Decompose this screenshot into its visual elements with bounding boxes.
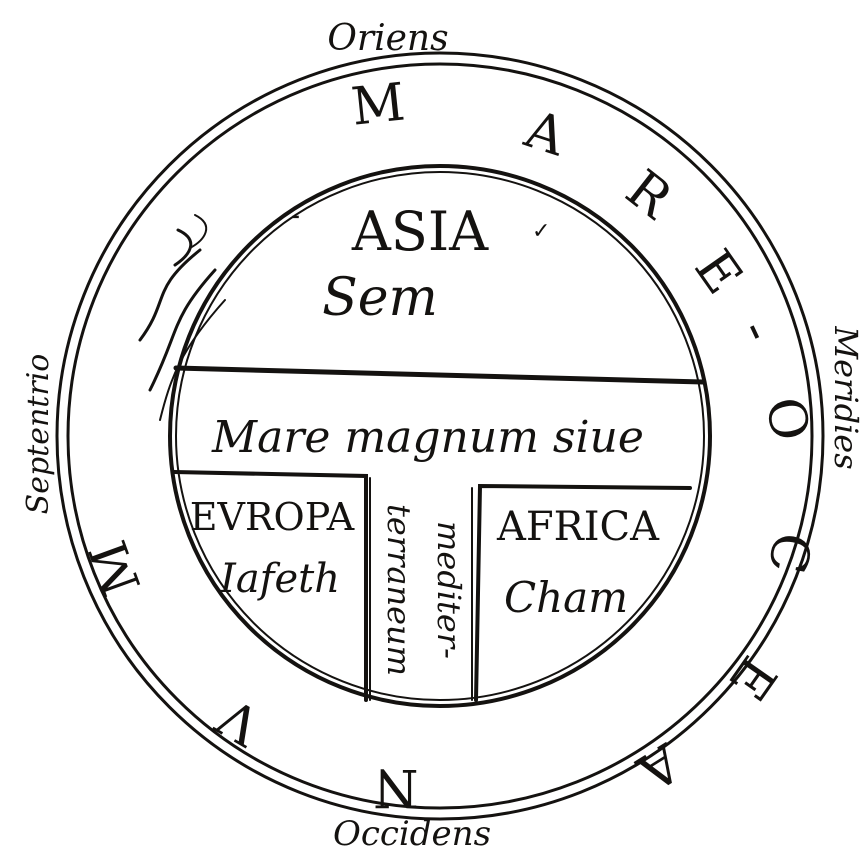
- europa-son: Iafeth: [219, 556, 340, 602]
- ocean-letter: E: [682, 239, 753, 305]
- ocean-letter: R: [615, 159, 684, 232]
- africa-border: [474, 483, 692, 702]
- wave-stroke: [138, 248, 202, 342]
- asia-mark-right: ✓: [532, 219, 550, 244]
- outer-ring-edge: [55, 51, 825, 821]
- sea-vertical-right: mediter-: [430, 521, 468, 659]
- africa-son: Cham: [504, 573, 628, 622]
- land-circle-inner: [175, 171, 705, 701]
- ocean-letter: C: [756, 528, 822, 578]
- sea-label: Mare magnum siue: [211, 412, 644, 463]
- asia-son: Sem: [322, 268, 438, 328]
- outer-ring-inner-edge: [66, 62, 814, 810]
- label-occidens: Occidens: [333, 814, 491, 854]
- sea-vertical-left: terraneum: [380, 504, 418, 676]
- ocean-letter: M: [349, 72, 408, 137]
- asia-name: ASIA: [351, 200, 489, 263]
- ocean-letter: O: [753, 393, 819, 445]
- ocean-letter: E: [716, 645, 787, 711]
- wave-stroke: [148, 268, 217, 392]
- wave-stroke: [159, 299, 226, 421]
- ocean-letter: N: [373, 757, 419, 817]
- wave-stroke: [189, 214, 208, 249]
- label-septentrio: Septentrio: [21, 354, 56, 515]
- europa-name: EVROPA: [190, 495, 355, 539]
- asia-mark-left: ⁃: [290, 206, 301, 231]
- europe-border: [172, 470, 368, 702]
- label-meridies: Meridies: [827, 325, 864, 469]
- land-circle-outer: [168, 164, 712, 708]
- africa-name: AFRICA: [496, 504, 660, 550]
- ocean-letter: A: [517, 99, 574, 168]
- ocean-letter: -: [727, 310, 789, 351]
- label-oriens: Oriens: [327, 18, 448, 59]
- t-crossbar-top: [173, 365, 706, 385]
